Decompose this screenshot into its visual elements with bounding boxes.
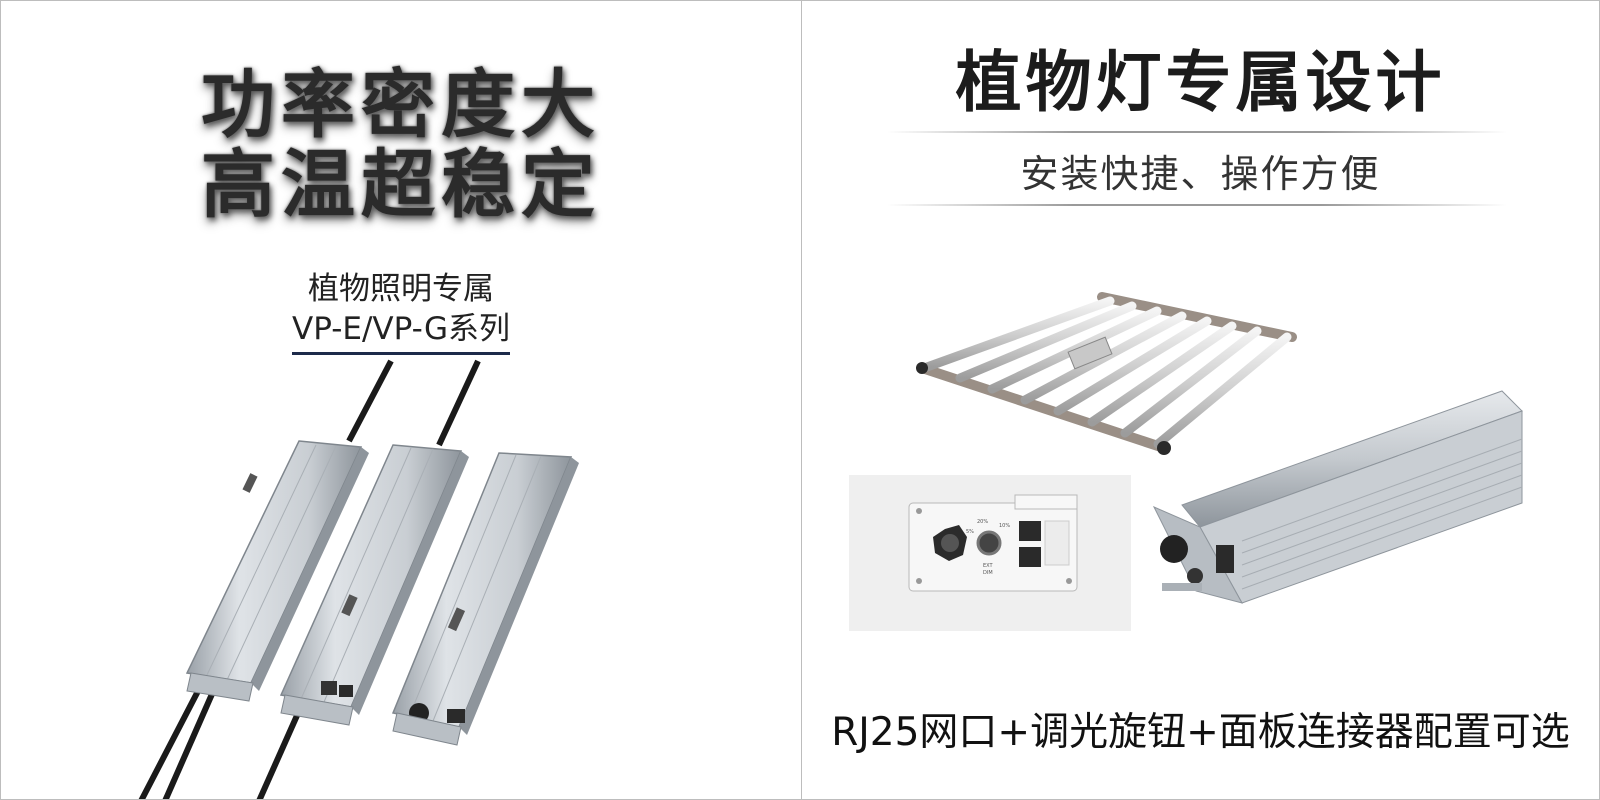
right-subtitle: 安装快捷、操作方便 [1020, 152, 1381, 196]
driver-unit-1 [185, 440, 369, 702]
right-title: 植物灯专属设计 [955, 44, 1446, 121]
headline-power-density: 功率密度大 [201, 62, 601, 148]
knob-label-10: 10% [999, 523, 1010, 529]
drivers-illustration [138, 359, 579, 799]
driver-unit-2 [279, 444, 469, 726]
cable-top-1 [346, 359, 394, 443]
separator-bottom [887, 204, 1507, 206]
headline-high-temp-stable: 高温超稳定 [201, 142, 601, 228]
cable-top-2 [436, 359, 481, 447]
knob-label-20: 20% [977, 519, 988, 525]
series-model: VP-E/VP-G系列 [1, 303, 801, 355]
grow-light-fixture [916, 292, 1523, 604]
separator-top [887, 131, 1507, 133]
right-panel: 植物灯专属设计 安装快捷、操作方便 [801, 0, 1600, 800]
left-panel: 功率密度大 高温超稳定 植物照明专属 VP-E/VP-G系列 [0, 0, 802, 800]
options-caption: RJ25网口+调光旋钮+面板连接器配置可选 [831, 710, 1570, 755]
series-title: 植物照明专属 [308, 271, 494, 307]
connector-panel-illustration: 20% EXT DIM 10% 5% [908, 494, 1078, 592]
knob-label-5: 5% [966, 529, 974, 535]
driver-unit-3 [391, 452, 579, 746]
knob-label-ext: EXT [983, 563, 993, 569]
rj25-port-1 [1019, 521, 1041, 541]
series-model-label: VP-E/VP-G系列 [292, 303, 510, 355]
connector-closeup: 20% EXT DIM 10% 5% [849, 475, 1131, 631]
rj25-port-2 [1019, 547, 1041, 567]
dim-knob [976, 530, 1002, 556]
large-driver-unit [1152, 390, 1523, 604]
knob-label-dim: DIM [983, 570, 993, 576]
